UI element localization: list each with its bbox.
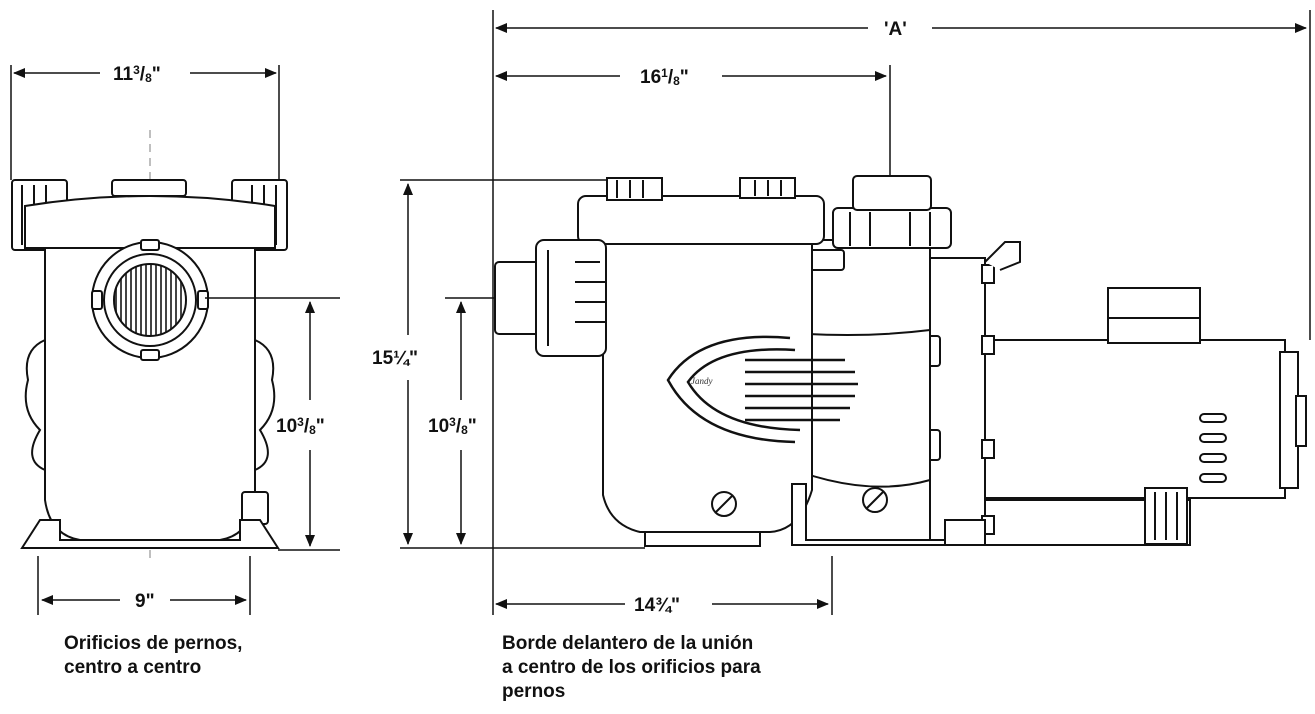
side-dimensions (400, 10, 1311, 615)
side-inlet-union (535, 239, 607, 357)
front-caption-line: centro a centro (64, 657, 202, 678)
overall-length-label: 'A' (884, 19, 907, 40)
pump-logo: Jandy (691, 376, 713, 386)
motor-vents (1199, 413, 1227, 483)
front-dimensions (10, 65, 340, 615)
front-lid (24, 195, 276, 249)
motor-end-fan (1295, 395, 1307, 447)
strainer-lid (577, 195, 825, 245)
front-view-pump (11, 130, 288, 560)
front-caption-line: Orificios de pernos, (64, 633, 243, 654)
pot-foot (644, 531, 761, 547)
strainer-pot (602, 239, 813, 533)
front-caption: Orificios de pernos, centro a centro (64, 632, 242, 680)
side-caption: Borde delantero de la unión a centro de … (502, 632, 761, 704)
side-view-pump (494, 175, 1307, 547)
front-outlet-grill (113, 263, 187, 337)
side-base-foot (944, 519, 986, 546)
side-outlet-pipe (852, 175, 932, 211)
inlet-height-label: 103/8" (428, 415, 477, 437)
union-bolt-label: 14¾" (634, 595, 680, 616)
front-lid-cap (111, 179, 187, 197)
strainer-lid-handle-front (606, 177, 663, 201)
drain-plugs (711, 487, 888, 517)
side-caption-line: a centro de los orificios para (502, 657, 761, 678)
bolt-spacing-label: 9" (135, 591, 155, 612)
front-base (20, 519, 280, 549)
side-caption-line: pernos (502, 681, 566, 702)
total-height-label: 15¼" (372, 348, 418, 369)
motor-junction-box (1107, 287, 1201, 344)
motor-body (984, 339, 1286, 499)
front-width-label: 113/8" (113, 63, 161, 85)
inlet-outlet-label: 161/8" (640, 66, 689, 88)
pot-fins (666, 335, 858, 444)
front-height-label: 103/8" (276, 415, 325, 437)
side-caption-line: Borde delantero de la unión (502, 633, 754, 654)
seal-plate (924, 257, 986, 545)
